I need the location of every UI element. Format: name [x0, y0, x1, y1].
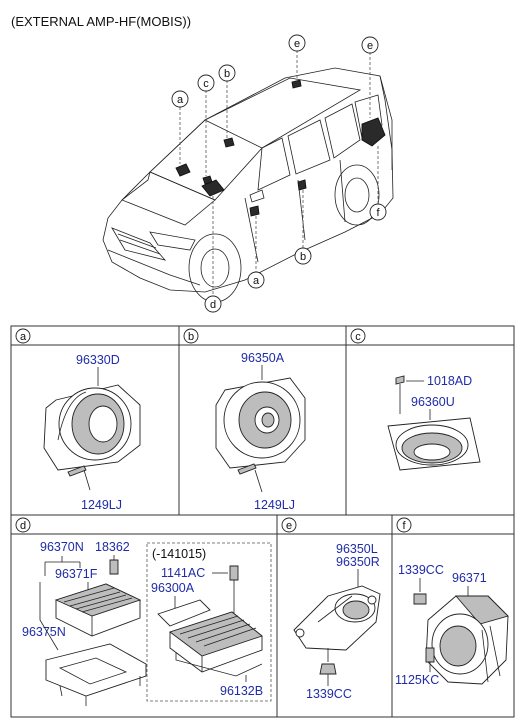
part-96360U-label: 96360U	[411, 395, 455, 409]
part-18362-label: 18362	[95, 540, 130, 554]
svg-text:b: b	[188, 331, 194, 343]
inset-note-label: (-141015)	[152, 547, 206, 561]
svg-text:c: c	[355, 331, 361, 343]
subwoofer-96371	[425, 595, 509, 685]
speaker-96330D	[43, 384, 141, 471]
panel-f: 1339CC 96371 1125KC	[395, 563, 509, 687]
svg-text:e: e	[294, 38, 300, 50]
svg-text:e: e	[367, 40, 373, 52]
part-96350L-label: 96350L	[336, 542, 378, 556]
amplifier-96370N	[54, 583, 142, 637]
part-1141AC-label: 1141AC	[161, 566, 205, 580]
panel-e: 96350L 96350R 1339CC	[293, 542, 381, 701]
callout-e-roof: e	[288, 34, 306, 52]
panel-b: 96350A 1249LJ	[215, 351, 306, 512]
screw-1249LJ-a	[67, 465, 87, 477]
fuse-18362	[109, 559, 119, 575]
panel-headers: a b c d e f	[15, 328, 412, 533]
part-1339CC-f-label: 1339CC	[398, 563, 444, 577]
leader-lines	[179, 50, 379, 298]
svg-text:c: c	[203, 78, 209, 90]
panel-f-header: f	[396, 517, 412, 533]
callout-bubbles: a b c d e e f a b	[171, 34, 387, 313]
amp-d-mark	[201, 179, 225, 197]
callout-e-rear: e	[361, 36, 379, 54]
inset-141015-box	[146, 542, 272, 702]
speaker-96360U	[387, 417, 481, 471]
panel-c-header: c	[350, 328, 366, 344]
amplifier-96300A	[157, 599, 263, 677]
bracket-96375N	[45, 643, 147, 706]
svg-text:f: f	[376, 207, 380, 219]
panel-c: 1018AD 96360U	[387, 374, 481, 471]
callout-b-bottom: b	[294, 247, 312, 265]
svg-text:a: a	[177, 94, 184, 106]
svg-text:b: b	[300, 251, 306, 263]
subwoofer-e-mark	[361, 117, 386, 147]
front-door-speaker-a-mark	[175, 163, 191, 177]
part-96132B-label: 96132B	[220, 684, 263, 698]
part-96371-label: 96371	[452, 571, 487, 585]
part-1018AD-label: 1018AD	[427, 374, 472, 388]
svg-text:d: d	[20, 520, 26, 532]
panel-d-header: d	[15, 517, 31, 533]
panel-e-header: e	[281, 517, 297, 533]
bolt-1141AC	[229, 565, 239, 581]
part-96375N-label: 96375N	[22, 625, 66, 639]
panel-grid	[10, 325, 515, 718]
svg-text:a: a	[20, 331, 27, 343]
svg-text:e: e	[286, 520, 292, 532]
svg-text:f: f	[402, 520, 406, 532]
speaker-96350A	[215, 377, 306, 469]
screw-1018AD	[395, 375, 405, 385]
part-1249LJ-a-label: 1249LJ	[81, 498, 122, 512]
part-1249LJ-b-label: 1249LJ	[254, 498, 295, 512]
panel-a: 96330D 1249LJ	[43, 353, 141, 512]
part-96330D-label: 96330D	[76, 353, 120, 367]
screw-1125KC	[425, 647, 435, 663]
vehicle-illustration	[102, 67, 394, 303]
part-96350A-label: 96350A	[241, 351, 285, 365]
screw-1249LJ-b	[237, 463, 257, 475]
part-1125KC-label: 1125KC	[395, 673, 439, 687]
svg-text:a: a	[253, 275, 260, 287]
svg-text:d: d	[210, 299, 216, 311]
panel-d: 96370N 18362 96371F 96375N (-141015) 114…	[22, 540, 272, 706]
part-1339CC-e-label: 1339CC	[306, 687, 352, 701]
callout-d: d	[204, 295, 222, 313]
part-96371F-label: 96371F	[55, 567, 98, 581]
speaker-96350L-R	[293, 585, 381, 651]
part-96350R-label: 96350R	[336, 555, 380, 569]
callout-a-bottom: a	[247, 271, 265, 289]
panel-a-header: a	[15, 328, 31, 344]
svg-text:b: b	[224, 68, 230, 80]
panel-b-header: b	[183, 328, 199, 344]
callout-c: c	[197, 74, 215, 92]
callout-b-top: b	[218, 64, 236, 82]
part-96300A-label: 96300A	[151, 581, 195, 595]
callout-a-top: a	[171, 90, 189, 108]
nut-1339CC-e	[319, 663, 337, 675]
part-96370N-label: 96370N	[40, 540, 84, 554]
nut-1339CC-f	[413, 593, 427, 605]
callout-f: f	[369, 203, 387, 221]
page-title: (EXTERNAL AMP-HF(MOBIS))	[11, 14, 192, 29]
